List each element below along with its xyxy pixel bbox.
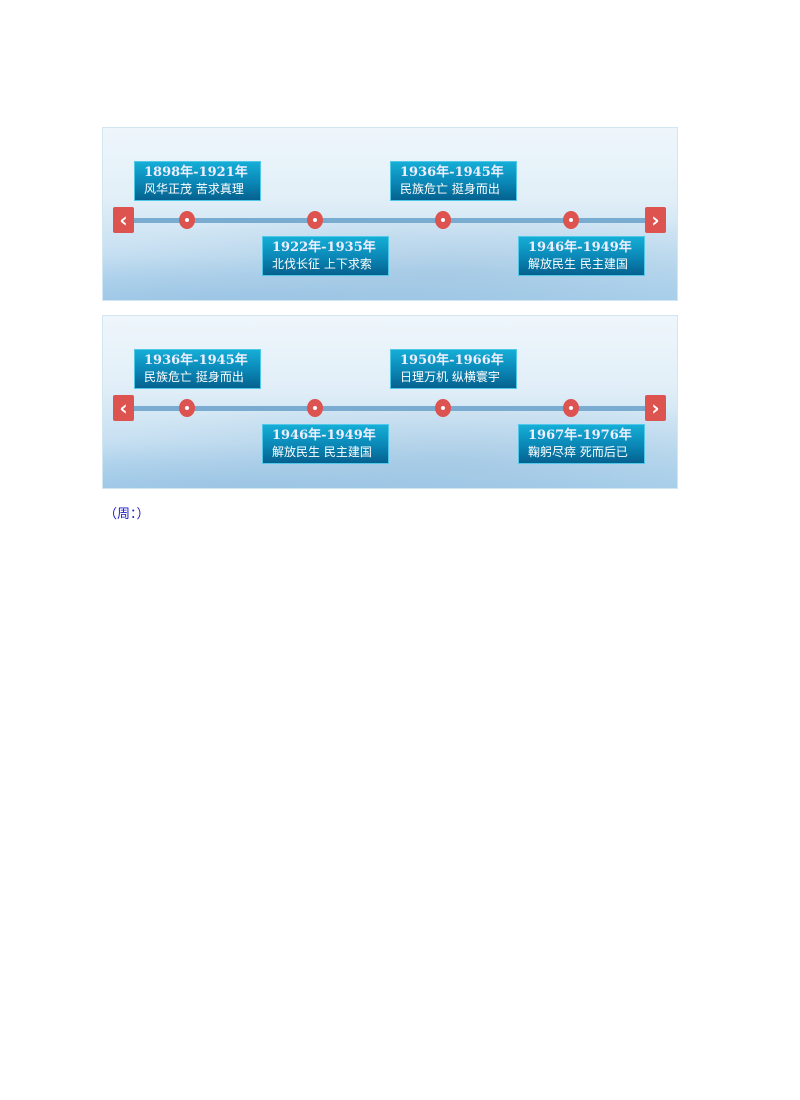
period-text: 解放民生 民主建国 (528, 257, 628, 271)
period-text: 鞠躬尽瘁 死而后已 (528, 445, 628, 459)
timeline-dot[interactable] (179, 211, 195, 229)
caption: （周：） (104, 507, 150, 522)
next-arrow-button[interactable]: › (645, 207, 666, 233)
timeline-dot[interactable] (307, 211, 323, 229)
period-card[interactable]: 1936年-1945年民族危亡 挺身而出 (390, 161, 517, 201)
period-years: 1936年-1945年 (144, 353, 248, 368)
timeline-dot[interactable] (435, 399, 451, 417)
period-years: 1922年-1935年 (272, 240, 376, 255)
timeline-dot[interactable] (435, 211, 451, 229)
timeline-dot[interactable] (179, 399, 195, 417)
timeline-line (133, 406, 647, 411)
next-arrow-button[interactable]: › (645, 395, 666, 421)
timeline-banner-2: ‹ › 1936年-1945年民族危亡 挺身而出 1946年-1949年解放民生… (102, 315, 678, 489)
timeline-line (133, 218, 647, 223)
timeline-banner-1: ‹ › 1898年-1921年风华正茂 苦求真理 1922年-1935年北伐长征… (102, 127, 678, 301)
period-years: 1967年-1976年 (528, 428, 632, 443)
period-text: 解放民生 民主建国 (272, 445, 372, 459)
prev-arrow-button[interactable]: ‹ (113, 395, 134, 421)
period-text: 北伐长征 上下求索 (272, 257, 372, 271)
timeline-dot[interactable] (563, 399, 579, 417)
period-years: 1936年-1945年 (400, 165, 504, 180)
period-card[interactable]: 1967年-1976年鞠躬尽瘁 死而后已 (518, 424, 645, 464)
period-card[interactable]: 1936年-1945年民族危亡 挺身而出 (134, 349, 261, 389)
period-years: 1950年-1966年 (400, 353, 504, 368)
period-text: 日理万机 纵横寰宇 (400, 370, 500, 384)
period-years: 1946年-1949年 (528, 240, 632, 255)
period-text: 民族危亡 挺身而出 (400, 182, 500, 196)
period-years: 1946年-1949年 (272, 428, 376, 443)
prev-arrow-button[interactable]: ‹ (113, 207, 134, 233)
period-card[interactable]: 1950年-1966年日理万机 纵横寰宇 (390, 349, 517, 389)
period-card[interactable]: 1922年-1935年北伐长征 上下求索 (262, 236, 389, 276)
timeline-dot[interactable] (563, 211, 579, 229)
period-text: 风华正茂 苦求真理 (144, 182, 244, 196)
period-years: 1898年-1921年 (144, 165, 248, 180)
period-card[interactable]: 1898年-1921年风华正茂 苦求真理 (134, 161, 261, 201)
period-card[interactable]: 1946年-1949年解放民生 民主建国 (518, 236, 645, 276)
timeline-dot[interactable] (307, 399, 323, 417)
period-text: 民族危亡 挺身而出 (144, 370, 244, 384)
period-card[interactable]: 1946年-1949年解放民生 民主建国 (262, 424, 389, 464)
